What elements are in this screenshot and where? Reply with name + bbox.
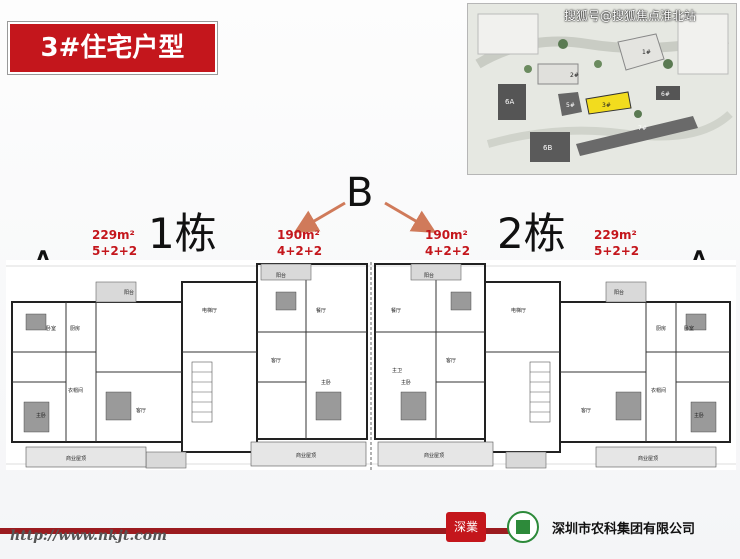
site-map: 6A 5# 3# 2# 1# 6# 7# 6B 搜狐号@搜狐焦点淮北站 (467, 3, 737, 175)
room-label-dining-b1: 餐厅 (316, 307, 326, 314)
room-label-closet-right: 衣帽间 (651, 387, 666, 394)
room-label-business-3: 商业屋顶 (424, 452, 444, 459)
building-6a-block (498, 84, 526, 120)
room-label-bedroom-right: 卧室 (684, 325, 694, 332)
logo-icon: 深業 (446, 512, 486, 542)
arrow-left (293, 201, 346, 234)
room-label-living-right: 客厅 (581, 407, 591, 414)
site-label-6: 6# (661, 91, 670, 98)
footer-bar (0, 528, 520, 534)
room-label-master-left: 主卧 (36, 412, 46, 419)
area-right-a-layout: 5+2+2 (594, 244, 640, 258)
room-label-master-b2: 主卧 (401, 379, 411, 386)
building-label-1: 1栋 (148, 209, 217, 258)
area-right-a-size: 229m² (594, 228, 637, 242)
room-label-balcony-right: 阳台 (614, 289, 624, 296)
building-3-highlight (585, 91, 632, 115)
watermark: 搜狐号@搜狐焦点淮北站 (564, 9, 697, 23)
area-left-a: 229m² 5+2+2 (92, 227, 137, 259)
area-left-a-layout: 5+2+2 (92, 244, 138, 258)
room-label-elevator-right: 电梯厅 (511, 307, 526, 314)
area-right-a: 229m² 5+2+2 (594, 227, 639, 259)
site-label-3: 3# (602, 102, 611, 109)
unit-label-b: B (346, 170, 374, 216)
room-label-kitchen-left: 厨房 (70, 325, 80, 332)
building-label-2: 2栋 (497, 209, 566, 258)
room-label-living-b1: 客厅 (271, 357, 281, 364)
room-label-business-2: 商业屋顶 (296, 452, 316, 459)
site-label-6a: 6A (505, 98, 514, 106)
floor-plan: 阳台 卧室 厨房 主卧 衣帽间 客厅 电梯厅 阳台 餐厅 客厅 主卧 阳台 餐厅… (6, 260, 736, 470)
room-label-master-b1: 主卧 (321, 379, 331, 386)
room-label-elevator-left: 电梯厅 (202, 307, 217, 314)
room-label-business-1: 商业屋顶 (66, 455, 86, 462)
room-label-bedroom-left: 卧室 (46, 325, 56, 332)
room-label-balcony-left: 阳台 (124, 289, 134, 296)
site-label-1: 1# (642, 49, 651, 56)
room-label-dining-b2: 餐厅 (391, 307, 401, 314)
site-label-7: 7# (638, 125, 647, 132)
room-label-business-4: 商业屋顶 (638, 455, 658, 462)
b-arrows (293, 201, 437, 234)
area-right-b: 190m² 4+2+2 (425, 227, 470, 259)
page-title: 3#住宅户型 (8, 22, 217, 74)
room-label-balcony-b2: 阳台 (424, 272, 434, 279)
area-left-b: 190m² 4+2+2 (277, 227, 322, 259)
arrow-right (384, 201, 437, 234)
area-right-b-size: 190m² (425, 228, 468, 242)
room-label-bath-b2: 主卫 (392, 367, 402, 374)
site-label-2: 2# (570, 72, 579, 79)
area-left-a-size: 229m² (92, 228, 135, 242)
room-label-master-right: 主卧 (694, 412, 704, 419)
room-label-kitchen-right: 厨房 (656, 325, 666, 332)
area-left-b-layout: 4+2+2 (277, 244, 323, 258)
room-label-living-left: 客厅 (136, 407, 146, 414)
area-left-b-size: 190m² (277, 228, 320, 242)
site-map-graphic: 6A 5# 3# 2# 1# 6# 7# 6B (468, 4, 736, 174)
footer-url[interactable]: http://www.nkjt.com (10, 528, 167, 544)
area-right-b-layout: 4+2+2 (425, 244, 471, 258)
site-label-5: 5# (566, 102, 575, 109)
site-label-6b: 6B (543, 144, 552, 152)
room-label-living-b2: 客厅 (446, 357, 456, 364)
room-label-closet-left: 衣帽间 (68, 387, 83, 394)
company-name: 深圳市农科集团有限公司 (552, 522, 696, 537)
room-label-balcony-b1: 阳台 (276, 272, 286, 279)
company-logo-icon (507, 511, 539, 543)
